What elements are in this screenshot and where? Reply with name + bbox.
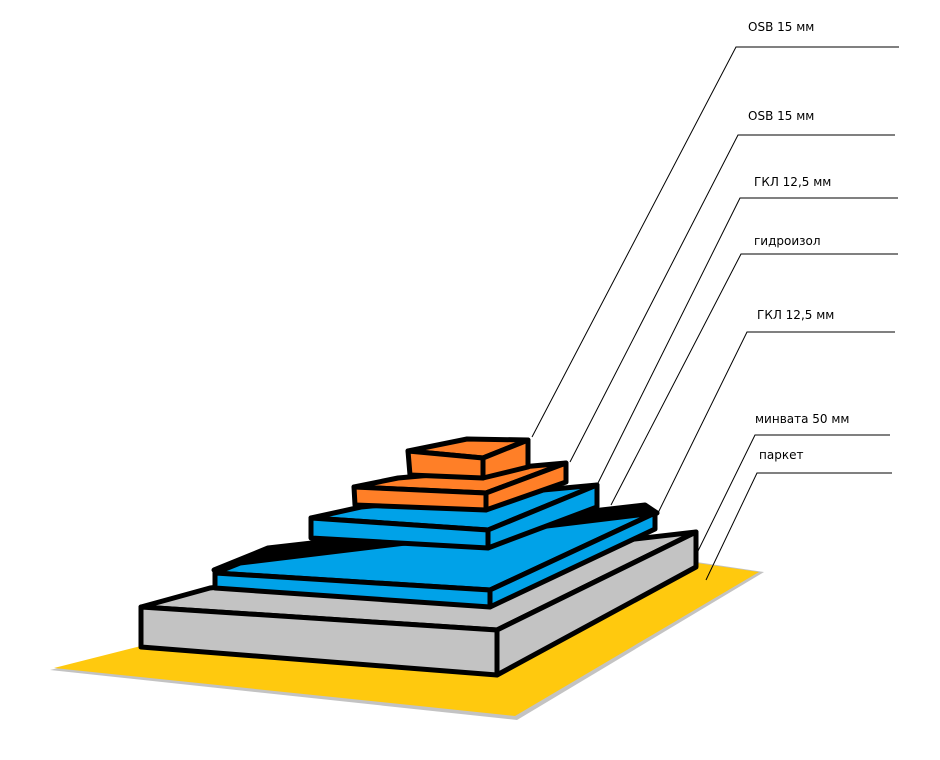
label-gypsum-lower: ГКЛ 12,5 мм <box>757 308 834 322</box>
label-osb-top: OSB 15 мм <box>748 20 814 34</box>
callout-osb-top: OSB 15 мм <box>531 20 899 438</box>
callout-mineral-wool: минвата 50 мм <box>696 412 890 554</box>
callout-parquet: паркет <box>705 448 892 581</box>
label-gypsum-upper: ГКЛ 12,5 мм <box>754 175 831 189</box>
layer-osb-top <box>405 436 531 481</box>
label-parquet: паркет <box>759 448 803 462</box>
label-waterproofing: гидроизол <box>754 234 821 248</box>
callout-waterproofing: гидроизол <box>610 234 898 506</box>
callout-gypsum-upper: ГКЛ 12,5 мм <box>596 175 898 486</box>
label-mineral-wool: минвата 50 мм <box>755 412 849 426</box>
callout-gypsum-lower: ГКЛ 12,5 мм <box>657 308 895 514</box>
callout-osb-lower: OSB 15 мм <box>569 109 895 463</box>
label-osb-lower: OSB 15 мм <box>748 109 814 123</box>
